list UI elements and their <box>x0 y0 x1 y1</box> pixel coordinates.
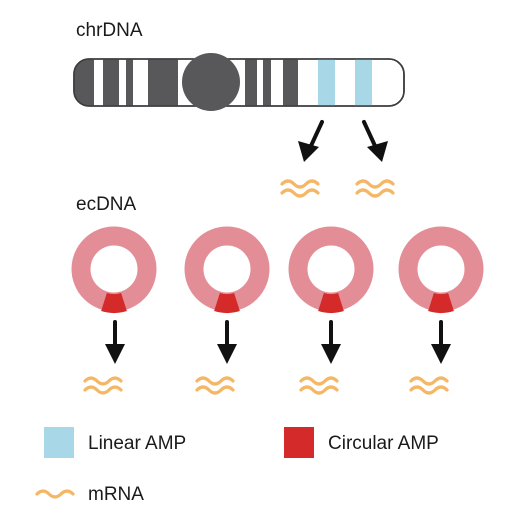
circular-amp-segment <box>318 292 344 313</box>
mrna-wave-icon <box>35 489 75 499</box>
arrow-down-icon <box>362 120 388 162</box>
chrdna-label: chrDNA <box>76 20 143 41</box>
chromosome-band <box>263 59 271 106</box>
chromosome-band <box>148 59 178 106</box>
chromosome-band <box>74 59 94 106</box>
arrow-down-icon <box>217 320 237 364</box>
mrna-wave-icon <box>280 179 320 198</box>
mrna-wave-icon <box>83 376 123 395</box>
circular-amp-swatch <box>284 427 314 458</box>
ecdna-ring-icon <box>184 226 270 313</box>
arrow-down-icon <box>321 320 341 364</box>
chromosome-band <box>283 59 298 106</box>
circular-amp-segment <box>428 292 454 313</box>
ecdna-ring-icon <box>71 226 157 313</box>
chromosome-band <box>126 59 133 106</box>
mrna-wave-icon <box>355 179 395 198</box>
legend-circular-label: Circular AMP <box>328 433 439 454</box>
mrna-wave-icon <box>299 376 339 395</box>
mrna-wave-icon <box>195 376 235 395</box>
arrow-down-icon <box>105 320 125 364</box>
ecdna-label: ecDNA <box>76 194 137 215</box>
circular-amp-segment <box>101 292 127 313</box>
circular-amp-segment <box>214 292 240 313</box>
chromosome-band <box>103 59 119 106</box>
linear-amp-swatch <box>44 427 74 458</box>
chromosome-band <box>245 59 257 106</box>
legend-linear-label: Linear AMP <box>88 433 186 454</box>
centromere-icon <box>182 53 240 111</box>
chromosome <box>73 53 405 111</box>
chromosome-outline <box>73 58 405 107</box>
legend-mrna-label: mRNA <box>88 484 144 505</box>
linear-amp-band <box>355 59 372 106</box>
mrna-wave-icon <box>409 376 449 395</box>
linear-amp-band <box>318 59 335 106</box>
arrow-down-icon <box>298 120 324 162</box>
ecdna-ring-icon <box>288 226 374 313</box>
arrow-down-icon <box>431 320 451 364</box>
legend: Linear AMP Circular AMP mRNA <box>35 427 439 505</box>
ecdna-ring-icon <box>398 226 484 313</box>
